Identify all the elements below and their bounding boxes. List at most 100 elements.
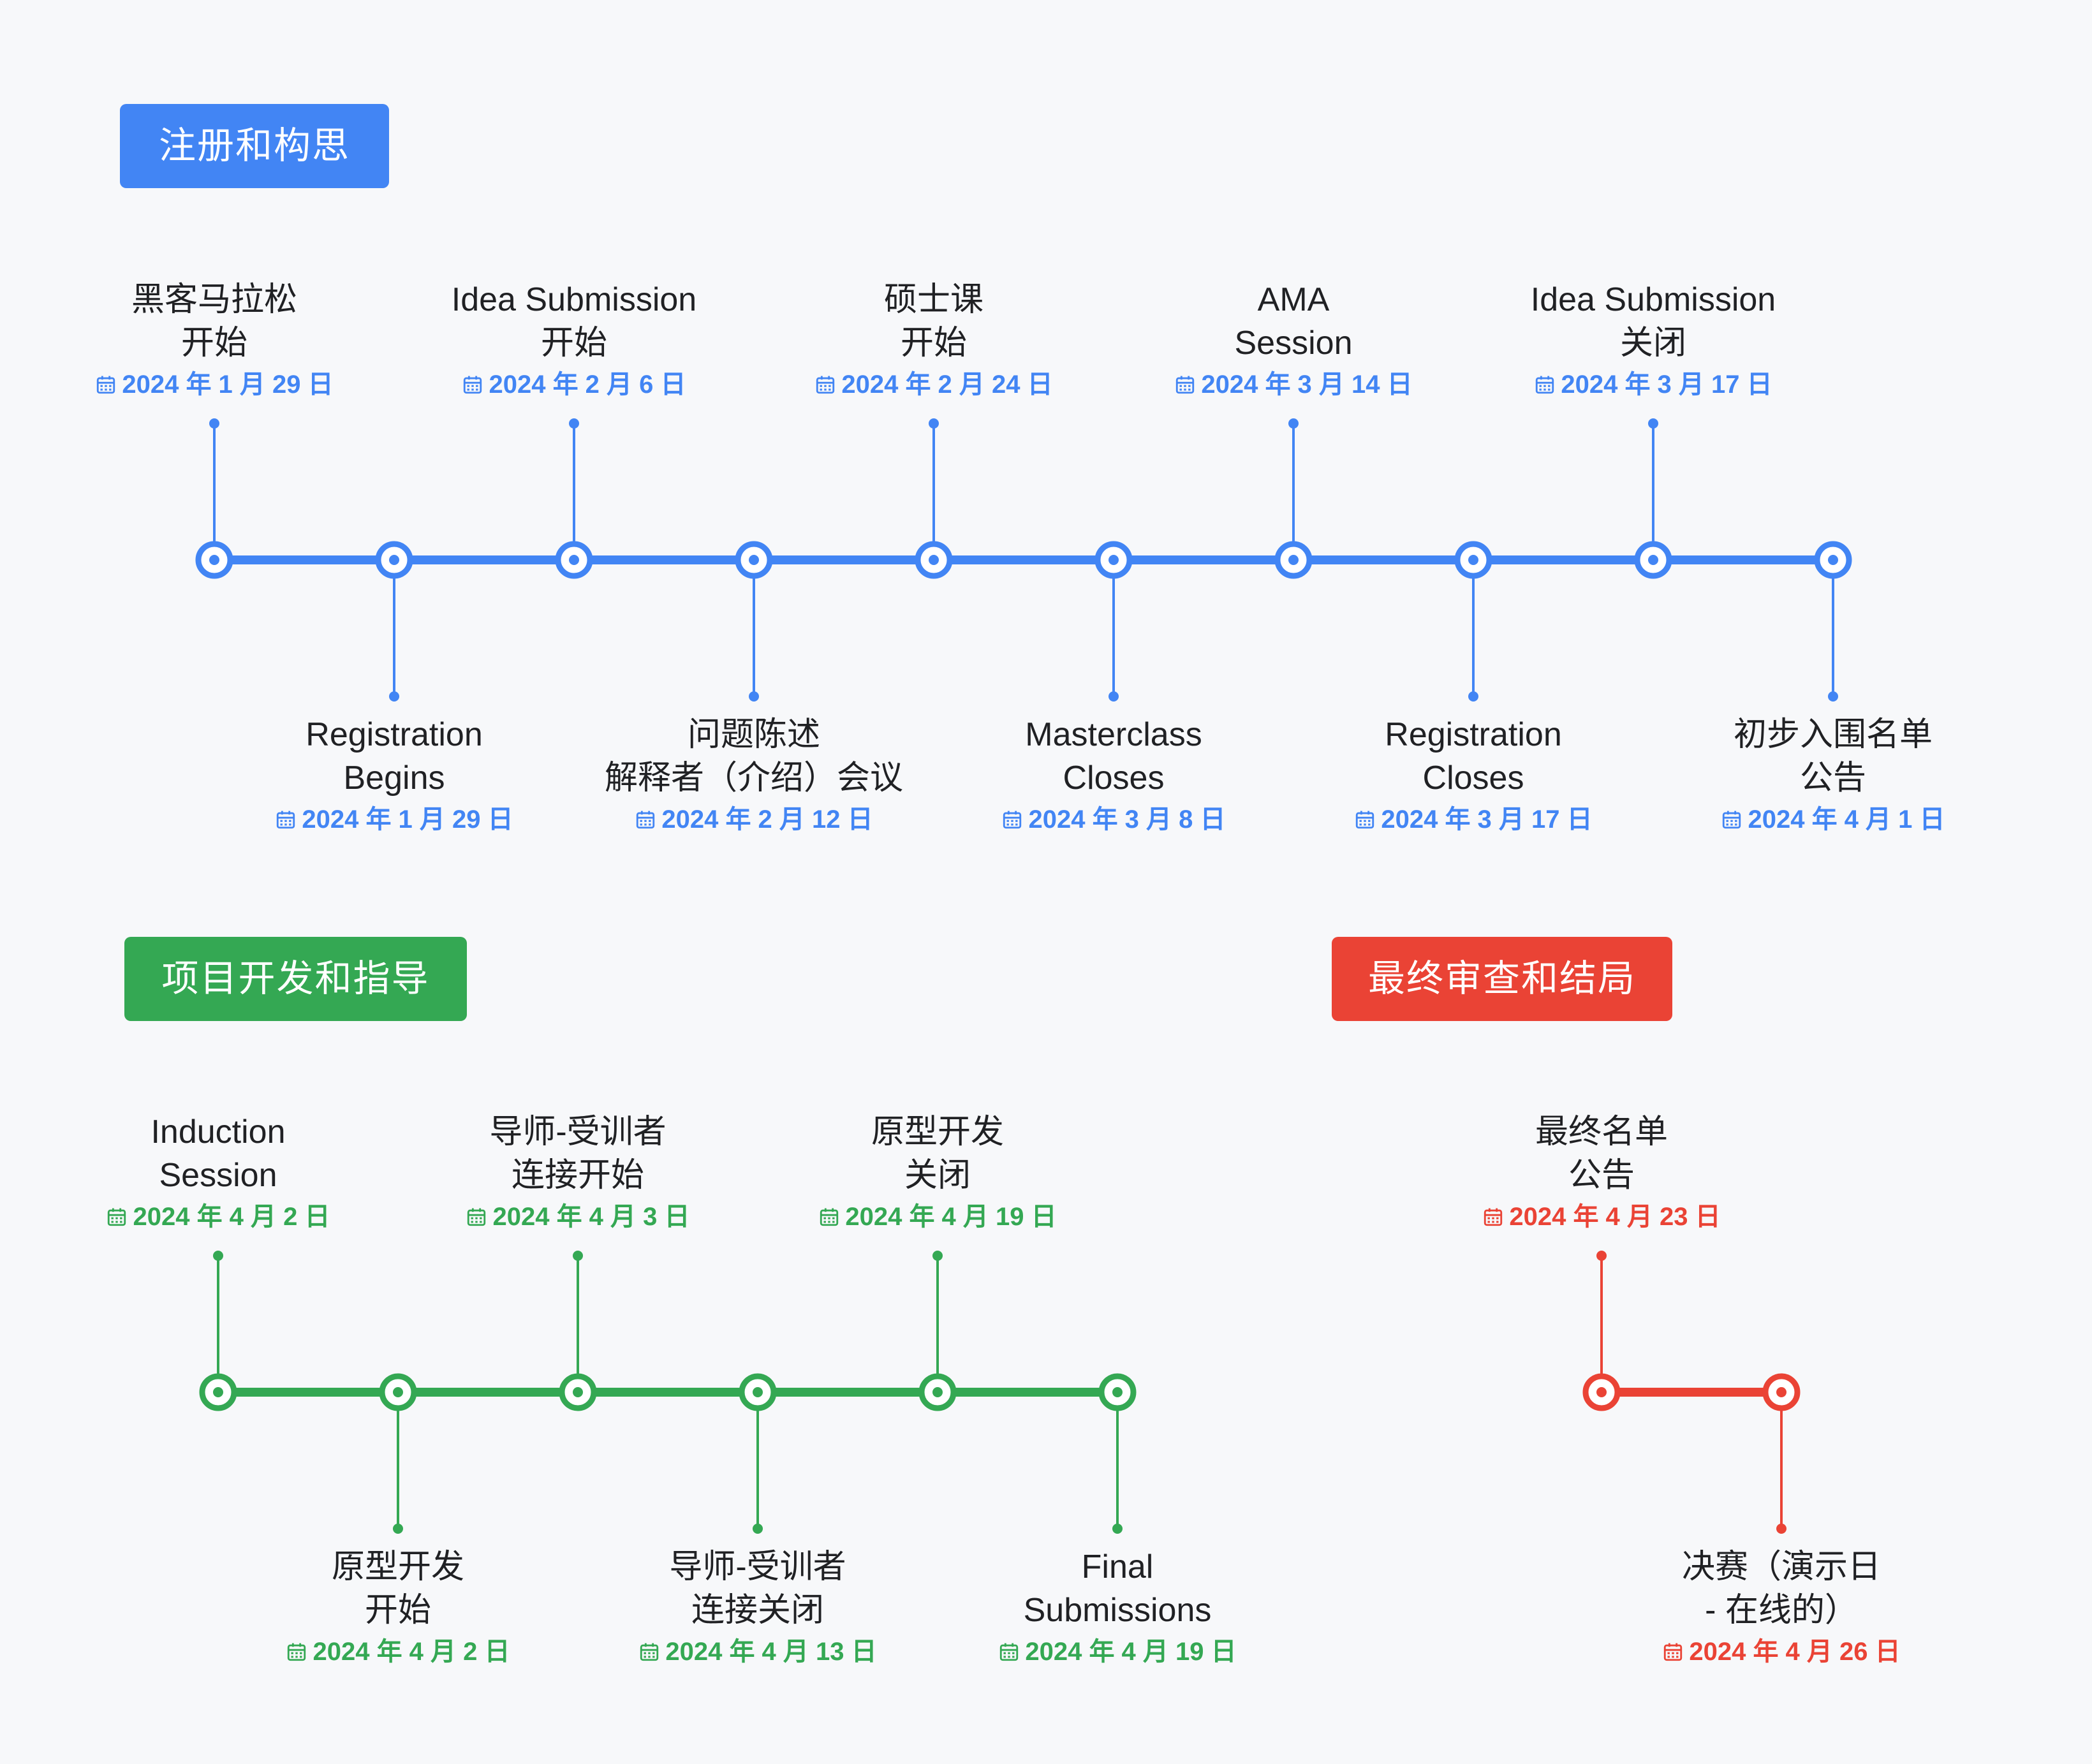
event-title-line: Registration	[306, 716, 483, 753]
event-date: 2024 年 3 月 8 日	[948, 804, 1279, 835]
phase-badge-registration: 注册和构思	[120, 104, 389, 188]
calendar-icon	[1354, 805, 1381, 834]
event-title-line: Induction	[151, 1114, 286, 1150]
event-title-line: 开始	[180, 325, 247, 362]
event-connector-dot	[1596, 1251, 1607, 1261]
timeline-node-center	[1648, 555, 1658, 565]
event-date: 2024 年 1 月 29 日	[48, 369, 380, 401]
event-title: 最终名单公告	[1436, 1110, 1767, 1197]
event-title-line: 开始	[900, 325, 967, 362]
event-date-text: 2024 年 4 月 19 日	[845, 1203, 1057, 1231]
event-title-line: Session	[1234, 325, 1353, 362]
event-title-line: Masterclass	[1025, 716, 1202, 753]
event-title: 问题陈述解释者（介绍）会议	[588, 713, 920, 800]
event-date: 2024 年 4 月 19 日	[952, 1636, 1283, 1668]
event-connector-dot	[389, 691, 399, 702]
event-date-text: 2024 年 4 月 2 日	[313, 1638, 510, 1666]
calendar-icon	[466, 1203, 492, 1231]
calendar-icon	[814, 371, 841, 399]
event-date: 2024 年 4 月 1 日	[1667, 804, 1999, 835]
event-connector-dot	[749, 691, 759, 702]
event-date-text: 2024 年 4 月 1 日	[1748, 805, 1945, 834]
event-title-line: AMA	[1257, 281, 1330, 318]
phase-badge-development: 项目开发和指导	[124, 937, 467, 1021]
event-title: 导师-受训者连接开始	[412, 1110, 744, 1197]
event-date-text: 2024 年 4 月 26 日	[1689, 1638, 1901, 1666]
event-title: 决赛（演示日- 在线的）	[1616, 1545, 1947, 1632]
timeline-node-center	[1776, 1387, 1786, 1397]
event-title: AMA Session	[1128, 278, 1459, 365]
event-title-line: 开始	[364, 1592, 431, 1629]
event-title-line: 原型开发	[871, 1114, 1004, 1150]
timeline-node-center	[389, 555, 399, 565]
event-connector-dot	[932, 1251, 943, 1261]
event-title-line: 问题陈述	[687, 716, 820, 753]
event-title-line: Final	[1081, 1548, 1154, 1585]
event-title-line: Idea Submission	[1530, 281, 1776, 318]
event-title: 初步入围名单公告	[1667, 713, 1999, 800]
event-connector-dot	[213, 1251, 223, 1261]
event-title-line: 决赛（演示日	[1681, 1548, 1881, 1585]
event-title-line: 解释者（介绍）会议	[604, 760, 903, 797]
event-date-text: 2024 年 4 月 3 日	[492, 1203, 690, 1231]
event-date-text: 2024 年 3 月 17 日	[1561, 371, 1772, 399]
event-date-text: 2024 年 4 月 19 日	[1025, 1638, 1237, 1666]
event-title-line: Registration	[1385, 716, 1562, 753]
event-connector-dot	[929, 418, 939, 429]
event-title-line: Idea Submission	[451, 281, 697, 318]
event-title: 导师-受训者连接关闭	[592, 1545, 924, 1632]
event-title: 原型开发关闭	[772, 1110, 1103, 1197]
event-date: 2024 年 2 月 24 日	[768, 369, 1100, 401]
event-title-line: Closes	[1063, 760, 1165, 797]
event-date: 2024 年 3 月 17 日	[1308, 804, 1639, 835]
event-title-line: 关闭	[904, 1157, 971, 1194]
event-connector-dot	[209, 418, 219, 429]
event-title-line: 导师-受训者	[669, 1548, 846, 1585]
calendar-icon	[1001, 805, 1028, 834]
calendar-icon	[1174, 371, 1201, 399]
event-date-text: 2024 年 4 月 13 日	[665, 1638, 877, 1666]
event-date: 2024 年 4 月 23 日	[1436, 1201, 1767, 1233]
calendar-icon	[1662, 1638, 1689, 1666]
event-connector-dot	[1288, 418, 1299, 429]
event-title: 黑客马拉松开始	[48, 278, 380, 365]
timeline-node-center	[932, 1387, 943, 1397]
event-date-text: 2024 年 3 月 14 日	[1201, 371, 1413, 399]
timeline-node-center	[213, 1387, 223, 1397]
event-date: 2024 年 1 月 29 日	[228, 804, 560, 835]
calendar-icon	[1534, 371, 1561, 399]
event-connector-dot	[573, 1251, 583, 1261]
calendar-icon	[1482, 1203, 1509, 1231]
event-title-line: Session	[159, 1157, 277, 1194]
event-title-line: Begins	[343, 760, 445, 797]
event-date: 2024 年 4 月 13 日	[592, 1636, 924, 1668]
calendar-icon	[818, 1203, 845, 1231]
timeline-node-center	[753, 1387, 763, 1397]
event-title-line: 公告	[1799, 760, 1866, 797]
event-date: 2024 年 2 月 6 日	[408, 369, 740, 401]
event-title-line: 最终名单	[1535, 1114, 1668, 1150]
event-title: 硕士课开始	[768, 278, 1100, 365]
event-title-line: Closes	[1422, 760, 1524, 797]
event-connector-dot	[569, 418, 579, 429]
timeline-node-center	[1596, 1387, 1607, 1397]
event-title-line: 导师-受训者	[489, 1114, 667, 1150]
event-date-text: 2024 年 2 月 12 日	[661, 805, 873, 834]
event-connector-dot	[1776, 1524, 1786, 1534]
calendar-icon	[1721, 805, 1748, 834]
event-date: 2024 年 3 月 14 日	[1128, 369, 1459, 401]
timeline-node-center	[749, 555, 759, 565]
calendar-icon	[462, 371, 489, 399]
timeline-node-center	[1288, 555, 1299, 565]
event-date: 2024 年 4 月 2 日	[52, 1201, 384, 1233]
timeline-node-center	[569, 555, 579, 565]
calendar-icon	[638, 1638, 665, 1666]
event-date-text: 2024 年 1 月 29 日	[122, 371, 334, 399]
event-connector-dot	[1648, 418, 1658, 429]
timeline-node-center	[209, 555, 219, 565]
